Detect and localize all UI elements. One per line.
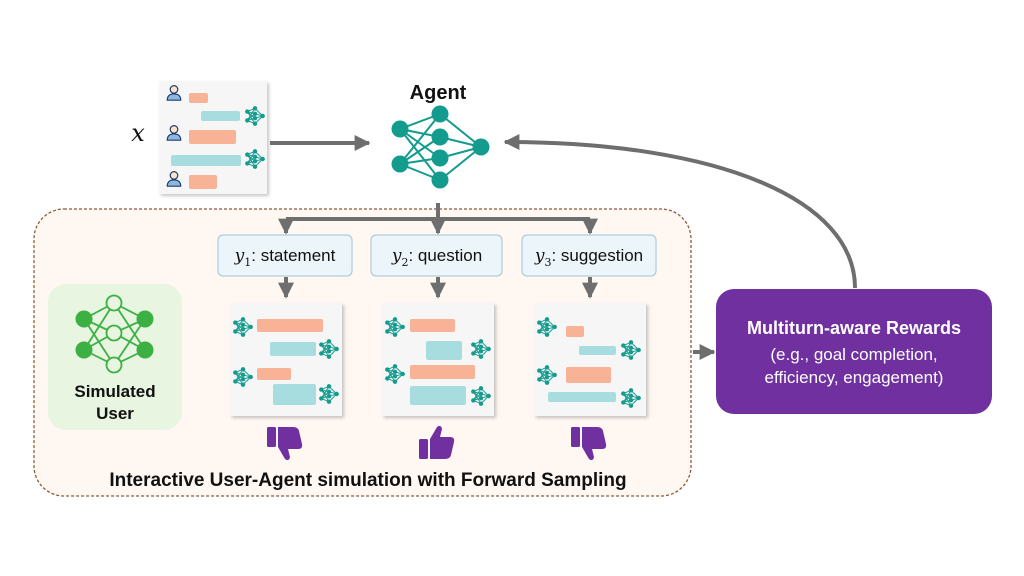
response-type: statement <box>261 246 336 265</box>
arrow-rewards-to-agent <box>503 134 857 289</box>
agent-network-icon <box>391 105 490 189</box>
response-type: question <box>418 246 482 265</box>
svg-text:y1: statement: y1: statement <box>234 246 336 269</box>
rewards-box: Multiturn-aware Rewards (e.g., goal comp… <box>716 289 992 414</box>
branch-arrows <box>278 203 598 235</box>
rewards-line1: (e.g., goal completion, <box>770 345 937 364</box>
response-var: y <box>391 246 402 266</box>
input-conversation-doc <box>159 81 267 194</box>
simulated-conversation-doc-1 <box>230 303 342 416</box>
svg-text:y3: suggestion: y3: suggestion <box>534 246 643 269</box>
response-label-statement: y1: statement <box>217 234 353 277</box>
rewards-line2: efficiency, engagement) <box>765 368 944 387</box>
input-variable: x <box>131 119 145 147</box>
simulated-conversation-doc-2 <box>382 303 494 416</box>
response-var: y <box>534 246 545 266</box>
response-index: 2 <box>401 256 408 269</box>
simulated-user-label-line2: User <box>96 404 134 423</box>
svg-text:y2: question: y2: question <box>391 246 482 269</box>
simulation-panel <box>33 208 692 497</box>
simulation-label: Interactive User-Agent simulation with F… <box>109 470 626 491</box>
simulated-user-network-icon <box>75 294 154 374</box>
response-label-question: y2: question <box>370 234 503 277</box>
response-index: 3 <box>544 256 551 269</box>
response-label-suggestion: y3: suggestion <box>521 234 657 277</box>
simulated-user-label-line1: Simulated <box>74 382 155 401</box>
label-to-doc-arrows <box>278 277 598 299</box>
agent-label: Agent <box>410 82 467 104</box>
response-type: suggestion <box>561 246 643 265</box>
simulated-conversation-doc-3 <box>534 303 646 416</box>
response-var: y <box>234 246 245 266</box>
response-index: 1 <box>244 256 251 269</box>
simulated-user-box: Simulated User <box>48 284 182 430</box>
rewards-title: Multiturn-aware Rewards <box>747 318 961 338</box>
